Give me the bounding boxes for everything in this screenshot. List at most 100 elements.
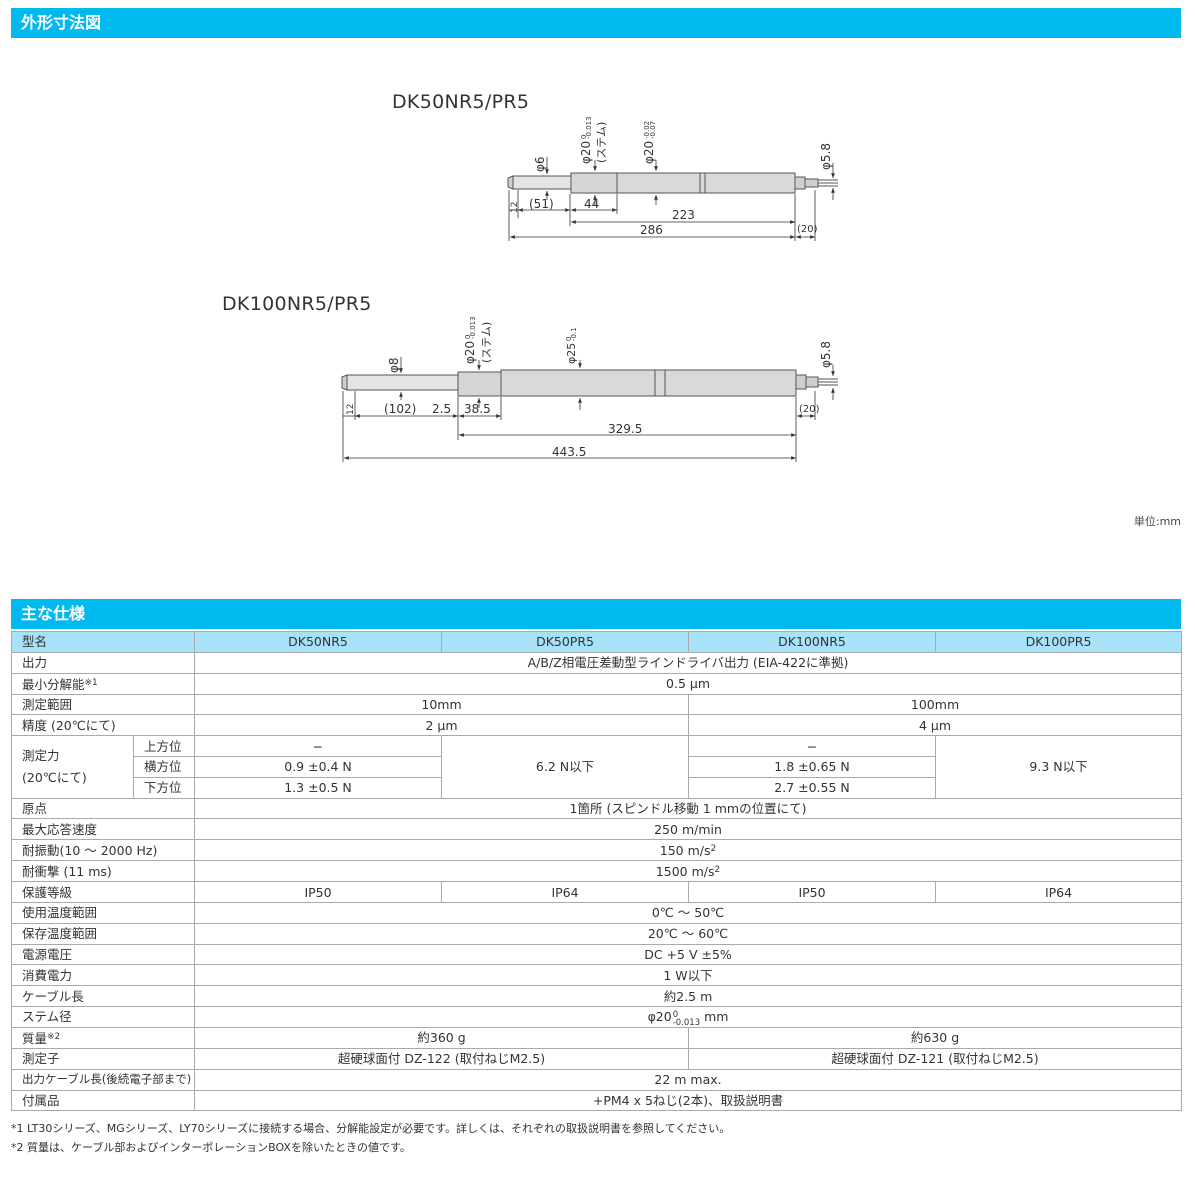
row-value: 22 m max.	[194, 1068, 1183, 1091]
d2-dim-38-5: 38.5	[464, 402, 491, 416]
row-label: 測定子	[10, 1047, 196, 1070]
force-label: 測定力	[22, 747, 60, 763]
d2-stem-base-label: φ20	[463, 341, 477, 364]
footnote-mark: ※1	[84, 677, 98, 688]
row-value: 約360 g	[194, 1026, 690, 1049]
value-text: 1500 m/s	[655, 864, 715, 880]
d1-body-base-label: φ20	[642, 141, 656, 164]
row-value: 2.7 ±0.55 N	[688, 776, 937, 799]
model-dk50pr5: DK50PR5	[441, 631, 690, 653]
table-row: 消費電力 1 W以下	[10, 964, 1183, 987]
row-value: 0℃ ～ 50℃	[194, 901, 1183, 924]
row-value: 1 W以下	[194, 964, 1183, 987]
row-value: 0.5 μm	[194, 672, 1183, 695]
table-row: 型名 DK50NR5 DK50PR5 DK100NR5 DK100PR5	[10, 631, 1183, 653]
table-row: 原点 1箇所 (スピンドル移動 1 mmの位置にて)	[10, 797, 1183, 820]
row-value: 0.9 ±0.4 N	[194, 755, 443, 778]
row-label: ステム径	[10, 1005, 196, 1028]
row-value: 約630 g	[688, 1026, 1183, 1049]
table-row: 使用温度範囲 0℃ ～ 50℃	[10, 901, 1183, 924]
d1-dim-51: (51)	[529, 197, 554, 211]
stem-tolerance: 0-0.013	[672, 1009, 701, 1028]
row-value: 250 m/min	[194, 818, 1183, 841]
drawing2-labels: φ8 φ20 0 -0.013 (ステム) φ25 0 -0.1 φ5.8 12…	[346, 316, 833, 459]
row-label: 付属品	[10, 1089, 196, 1112]
orientation-side: 横方位	[132, 755, 196, 778]
d1-phi58-label: φ5.8	[819, 143, 833, 170]
table-row: 付属品 +PM4 x 5ねじ(2本)、取扱説明書	[10, 1089, 1183, 1112]
d2-dim-443-5: 443.5	[552, 445, 586, 459]
row-value: 4 μm	[688, 714, 1183, 737]
row-value: 1500 m/s2	[194, 860, 1183, 883]
d1-stem-tol-top: 0	[580, 135, 588, 139]
row-value: 1箇所 (スピンドル移動 1 mmの位置にて)	[194, 797, 1183, 820]
drawing2-sensor	[341, 369, 838, 397]
stem-unit: mm	[704, 1008, 729, 1024]
d2-phi8-label: φ8	[387, 357, 401, 373]
row-value: DC +5 V ±5%	[194, 943, 1183, 966]
table-row: 最小分解能※1 0.5 μm	[10, 672, 1183, 695]
d1-body-tol-bot: -0.07	[649, 121, 657, 139]
model-dk100pr5: DK100PR5	[935, 631, 1183, 653]
d2-dim-20: (20)	[799, 404, 820, 415]
row-value: 9.3 N以下	[935, 735, 1183, 799]
table-row: 横方位 0.9 ±0.4 N 1.8 ±0.65 N	[12, 755, 1182, 778]
d1-dim-223: 223	[672, 208, 695, 222]
model-dk50nr5: DK50NR5	[194, 631, 443, 653]
superscript: 2	[710, 844, 717, 855]
d1-dim-20: (20)	[797, 224, 818, 235]
d2-dim-329-5: 329.5	[608, 422, 642, 436]
table-row: 電源電圧 DC +5 V ±5%	[10, 943, 1183, 966]
row-label: 最小分解能※1	[10, 672, 196, 695]
footnote-mark: ※2	[47, 1031, 61, 1042]
row-value: 1.3 ±0.5 N	[194, 776, 443, 799]
stem-base: φ20	[647, 1008, 672, 1024]
row-value: IP50	[688, 881, 937, 903]
drawing2-title: DK100NR5/PR5	[222, 293, 372, 315]
label-text: 質量	[22, 1030, 48, 1046]
unit-label: 単位:mm	[1133, 515, 1181, 528]
row-label: 保存温度範囲	[10, 922, 196, 945]
table-row: 下方位 1.3 ±0.5 N 2.7 ±0.55 N	[12, 776, 1182, 799]
row-value: 6.2 N以下	[441, 735, 690, 799]
row-value: 約2.5 m	[194, 985, 1183, 1007]
row-value: −	[688, 735, 937, 757]
row-value: 20℃ ～ 60℃	[194, 922, 1183, 945]
d2-stem-tol-top: 0	[464, 335, 472, 339]
drawing1-sensor	[507, 172, 838, 194]
table-row: 耐衝撃 (11 ms) 1500 m/s2	[10, 860, 1183, 883]
d1-dim-12: 12	[510, 202, 520, 213]
value-text: 150 m/s	[659, 843, 711, 859]
d1-dim-44: 44	[584, 197, 599, 211]
stem-tol-bot: -0.013	[672, 1017, 701, 1028]
row-value: A/B/Z相電圧差動型ラインドライバ出力 (EIA-422に準拠)	[194, 651, 1183, 674]
d1-dim-286: 286	[640, 223, 663, 237]
row-label: 最大応答速度	[10, 818, 196, 841]
d2-stem-note: (ステム)	[480, 322, 493, 363]
row-label: 耐衝撃 (11 ms)	[10, 860, 196, 883]
row-value: −	[194, 735, 443, 757]
row-value: +PM4 x 5ねじ(2本)、取扱説明書	[194, 1089, 1183, 1112]
table-row: 測定子 超硬球面付 DZ-122 (取付ねじM2.5) 超硬球面付 DZ-121…	[10, 1047, 1183, 1070]
row-label: 出力ケーブル長(後続電子部まで)	[10, 1068, 196, 1091]
row-label: 質量※2	[10, 1026, 196, 1049]
spec-table: 型名 DK50NR5 DK50PR5 DK100NR5 DK100PR5 出力 …	[10, 631, 1183, 1112]
drawing1-labels: φ6 φ20 0 -0.013 (ステム) φ20 -0.02 -0.07 φ5…	[510, 116, 833, 237]
row-value: 1.8 ±0.65 N	[688, 755, 937, 778]
orientation-up: 上方位	[132, 735, 196, 757]
table-row: 質量※2 約360 g 約630 g	[10, 1026, 1183, 1049]
row-label: ケーブル長	[10, 985, 196, 1007]
dimension-drawings: φ6 φ20 0 -0.013 (ステム) φ20 -0.02 -0.07 φ5…	[341, 116, 838, 462]
d2-dim-2-5: 2.5	[432, 402, 451, 416]
orientation-down: 下方位	[132, 776, 196, 799]
row-label: 消費電力	[10, 964, 196, 987]
table-row: 最大応答速度 250 m/min	[10, 818, 1183, 841]
d2-body-tol-bot: -0.1	[570, 327, 578, 341]
row-label: 耐振動(10 ～ 2000 Hz)	[10, 839, 196, 862]
stem-tol-top: 0	[672, 1009, 679, 1020]
row-label: 電源電圧	[10, 943, 196, 966]
d1-body-tol-top: -0.02	[643, 121, 651, 139]
d2-dim-102: (102)	[384, 402, 416, 416]
